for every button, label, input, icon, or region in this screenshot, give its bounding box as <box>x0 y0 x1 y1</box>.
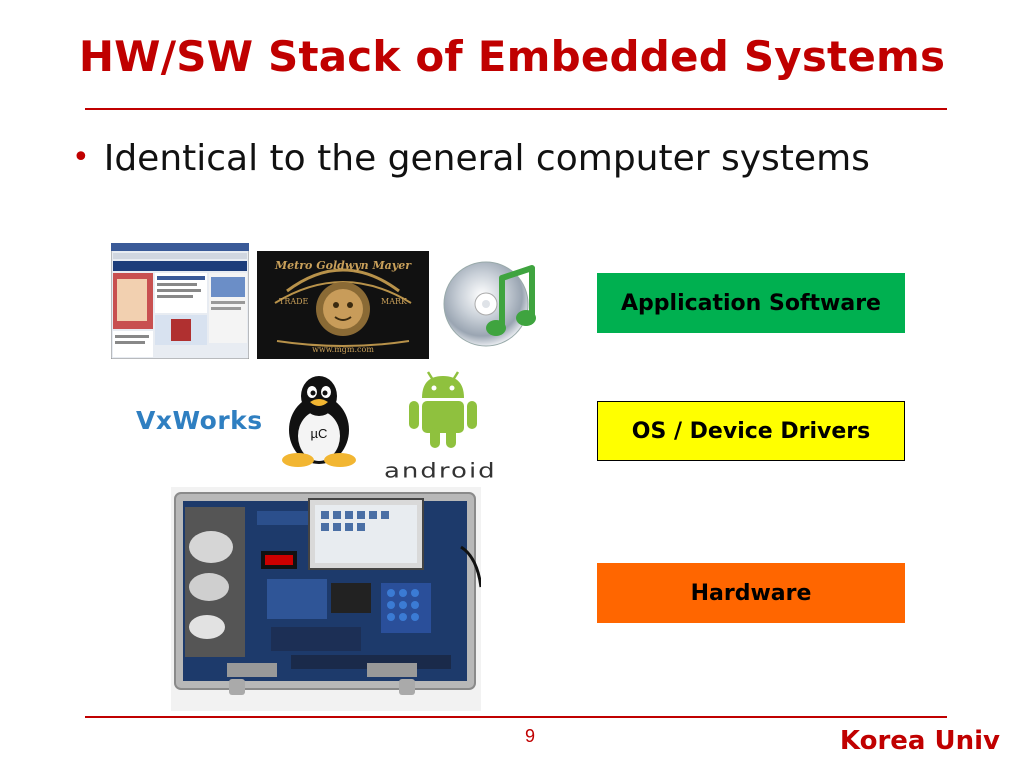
os-device-drivers-layer: OS / Device Drivers <box>597 401 905 461</box>
application-software-layer: Application Software <box>597 273 905 333</box>
mgm-trade-label: TRADE <box>279 297 309 306</box>
linux-tux-icon: µC <box>278 372 360 468</box>
bullet-item: • Identical to the general computer syste… <box>72 138 870 179</box>
android-wordmark: android <box>384 459 497 483</box>
title-divider <box>85 108 947 110</box>
bullet-text: Identical to the general computer system… <box>103 138 870 179</box>
web-browser-screenshot <box>111 243 249 359</box>
page-number: 9 <box>524 726 535 746</box>
hardware-layer: Hardware <box>597 563 905 623</box>
vxworks-logo: VxWorks <box>136 406 263 435</box>
slide-title: HW/SW Stack of Embedded Systems <box>78 32 946 81</box>
tux-badge-label: µC <box>310 426 328 441</box>
music-cd-icon <box>443 261 536 347</box>
footer-brand: Korea Univ <box>839 726 1000 756</box>
mgm-logo: Metro Goldwyn Mayer TRADE MARK www.mgm.c… <box>257 251 429 359</box>
mgm-title: Metro Goldwyn Mayer <box>275 259 411 272</box>
footer-divider <box>85 716 947 718</box>
os-device-drivers-label: OS / Device Drivers <box>631 418 871 444</box>
application-software-label: Application Software <box>621 290 881 316</box>
bullet-dot-icon: • <box>72 140 90 175</box>
mgm-mark-label: MARK <box>381 297 407 306</box>
mgm-url: www.mgm.com <box>312 345 374 354</box>
android-robot-icon <box>409 371 477 448</box>
embedded-board-photo <box>171 487 481 711</box>
hardware-label: Hardware <box>690 580 812 606</box>
